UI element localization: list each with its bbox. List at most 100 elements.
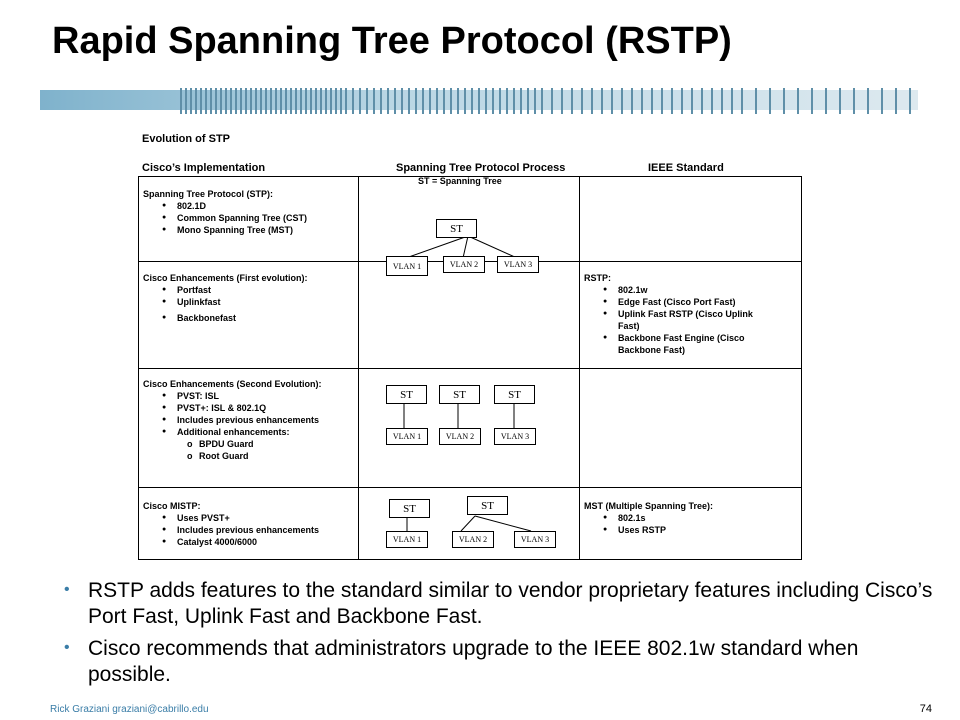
st-legend-note: ST = Spanning Tree (418, 176, 502, 186)
stp-evolution-figure: Evolution of STP Cisco’s Implementation … (138, 130, 802, 560)
bar-stripe (811, 88, 813, 114)
row1-cisco-cell: Spanning Tree Protocol (STP): 802.1D Com… (143, 188, 307, 236)
list-item: Additional enhancements: (143, 426, 322, 438)
bar-stripe (436, 88, 438, 114)
diagram-mistp: ST ST VLAN 1 VLAN 2 VLAN 3 (357, 494, 577, 556)
row2-ieee-cell: RSTP: 802.1w Edge Fast (Cisco Port Fast)… (584, 272, 790, 356)
bar-stripe (631, 88, 633, 114)
bar-stripe (478, 88, 480, 114)
page-number: 74 (919, 703, 932, 715)
bar-stripe (345, 88, 347, 114)
row4-cisco-cell: Cisco MISTP: Uses PVST+ Includes previou… (143, 500, 319, 548)
bar-stripe (295, 88, 297, 114)
bar-stripe (280, 88, 282, 114)
bar-stripe (235, 88, 237, 114)
list-item: BPDU Guard (143, 438, 322, 450)
diagram-pvst: ST ST ST VLAN 1 VLAN 2 VLAN 3 (357, 380, 577, 450)
bar-stripe (320, 88, 322, 114)
bar-stripe (285, 88, 287, 114)
diagram-links (403, 402, 515, 429)
list-item: Portfast (143, 284, 308, 296)
bar-stripe (380, 88, 382, 114)
vlan-box: VLAN 1 (386, 428, 428, 445)
row4-heading: Cisco MISTP: (143, 501, 201, 511)
bar-stripe (825, 88, 827, 114)
vlan-box: VLAN 3 (494, 428, 536, 445)
row2-heading: Cisco Enhancements (First evolution): (143, 273, 308, 283)
bar-stripe (909, 88, 911, 114)
vlan-box: VLAN 2 (452, 531, 494, 548)
list-item: Uses RSTP (584, 524, 713, 536)
bar-stripe (305, 88, 307, 114)
bar-stripe (755, 88, 757, 114)
bullet-dot-icon: • (64, 581, 70, 598)
bar-stripe (359, 88, 361, 114)
bar-stripe (255, 88, 257, 114)
bar-stripe (315, 88, 317, 114)
vlan-box: VLAN 1 (386, 531, 428, 548)
slide-footer: Rick Graziani graziani@cabrillo.edu (50, 704, 209, 715)
diagram-links (406, 515, 532, 532)
bar-stripe (180, 88, 182, 114)
bullet-dot-icon: • (64, 639, 70, 656)
list-item: Uplink Fast RSTP (Cisco Uplink Fast) (584, 308, 790, 332)
list-item: PVST: ISL (143, 390, 322, 402)
bar-stripe (200, 88, 202, 114)
list-item: 802.1D (143, 200, 307, 212)
list-item: Root Guard (143, 450, 322, 462)
bar-stripe (401, 88, 403, 114)
bar-stripe (394, 88, 396, 114)
list-item: Catalyst 4000/6000 (143, 536, 319, 548)
bar-stripe (499, 88, 501, 114)
bar-stripe (769, 88, 771, 114)
list-item: Edge Fast (Cisco Port Fast) (584, 296, 790, 308)
bar-stripe (330, 88, 332, 114)
bar-stripe (895, 88, 897, 114)
bar-stripe (300, 88, 302, 114)
list-item: PVST+: ISL & 802.1Q (143, 402, 322, 414)
bar-stripe (415, 88, 417, 114)
bullet-text: RSTP adds features to the standard simil… (88, 579, 933, 628)
bar-stripe (185, 88, 187, 114)
bar-stripe (220, 88, 222, 114)
vlan-box: VLAN 1 (386, 256, 428, 276)
bar-stripe (408, 88, 410, 114)
st-box: ST (386, 385, 427, 404)
bar-stripe (651, 88, 653, 114)
bar-stripe (464, 88, 466, 114)
header-ieee: IEEE Standard (648, 162, 724, 174)
bullet-text: Cisco recommends that administrators upg… (88, 637, 859, 686)
bar-stripe (240, 88, 242, 114)
bar-stripe (571, 88, 573, 114)
row3-heading: Cisco Enhancements (Second Evolution): (143, 379, 322, 389)
bar-stripe (387, 88, 389, 114)
st-box: ST (436, 219, 477, 238)
bar-stripe (534, 88, 536, 114)
row3-cisco-cell: Cisco Enhancements (Second Evolution): P… (143, 378, 322, 462)
st-box: ST (439, 385, 480, 404)
bar-stripe (621, 88, 623, 114)
bar-stripe (731, 88, 733, 114)
diagram-links (405, 235, 518, 259)
row2-cisco-cell: Cisco Enhancements (First evolution): Po… (143, 272, 308, 324)
bullet-item: • RSTP adds features to the standard sim… (64, 578, 934, 630)
bullet-list: • RSTP adds features to the standard sim… (64, 578, 934, 694)
bar-stripe (853, 88, 855, 114)
bar-stripe (275, 88, 277, 114)
bar-stripe (210, 88, 212, 114)
bar-stripe (290, 88, 292, 114)
bar-stripe (215, 88, 217, 114)
bar-stripe (492, 88, 494, 114)
bar-stripe (429, 88, 431, 114)
list-item: Mono Spanning Tree (MST) (143, 224, 307, 236)
list-item: Uses PVST+ (143, 512, 319, 524)
bullet-item: • Cisco recommends that administrators u… (64, 636, 934, 688)
diagram-cst: ST VLAN 1 VLAN 2 VLAN 3 (357, 214, 577, 284)
bar-stripe (591, 88, 593, 114)
row4-ieee-cell: MST (Multiple Spanning Tree): 802.1s Use… (584, 500, 713, 536)
st-box: ST (389, 499, 430, 518)
row4-ieee-heading: MST (Multiple Spanning Tree): (584, 501, 713, 511)
bar-stripe (641, 88, 643, 114)
bar-stripe (581, 88, 583, 114)
list-item: Includes previous enhancements (143, 414, 322, 426)
